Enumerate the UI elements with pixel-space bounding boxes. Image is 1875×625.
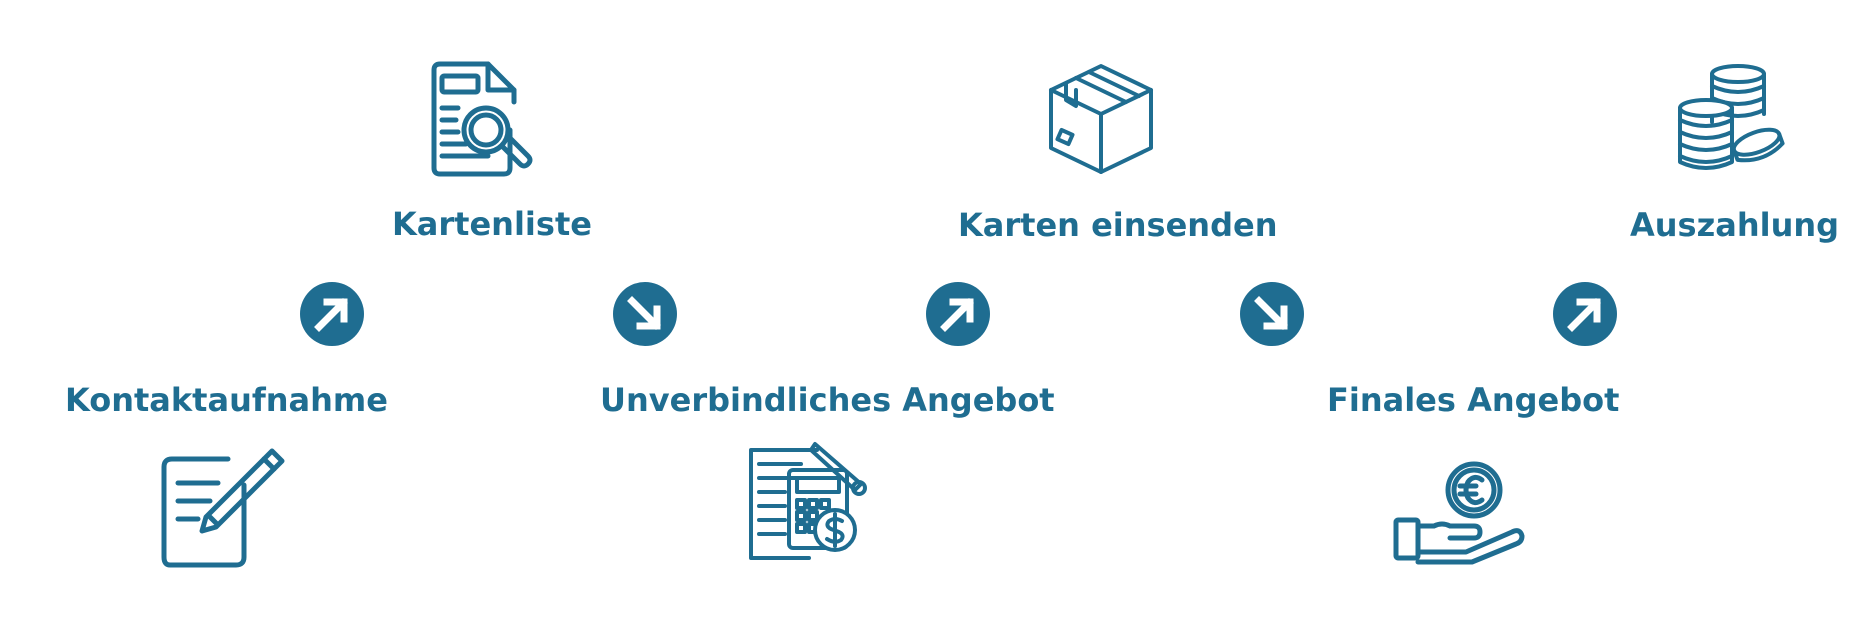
coin-stacks-icon [1678, 64, 1785, 170]
step-label-finales-angebot: Finales Angebot [1327, 381, 1620, 419]
note-pencil-icon [161, 448, 285, 568]
connector-3 [926, 282, 990, 346]
step-label-unverbindliches-angebot: Unverbindliches Angebot [600, 381, 1055, 419]
step-label-kartenliste: Kartenliste [392, 205, 592, 243]
arrow-up-right-icon [314, 298, 348, 332]
arrow-up-right-icon [940, 298, 974, 332]
arrow-down-right-icon [627, 296, 661, 330]
connector-2 [613, 282, 677, 346]
step-label-auszahlung: Auszahlung [1630, 206, 1840, 244]
arrow-up-right-icon [1567, 298, 1601, 332]
package-box-icon [1049, 64, 1153, 174]
connector-4 [1240, 282, 1304, 346]
arrow-down-right-icon [1254, 296, 1288, 330]
step-label-kontaktaufnahme: Kontaktaufnahme [65, 381, 388, 419]
connector-5 [1553, 282, 1617, 346]
calculator-document-icon [749, 442, 867, 560]
document-search-icon [431, 61, 533, 177]
step-label-karten-einsenden: Karten einsenden [958, 206, 1278, 244]
hand-euro-coin-icon [1393, 461, 1525, 565]
connector-1 [300, 282, 364, 346]
